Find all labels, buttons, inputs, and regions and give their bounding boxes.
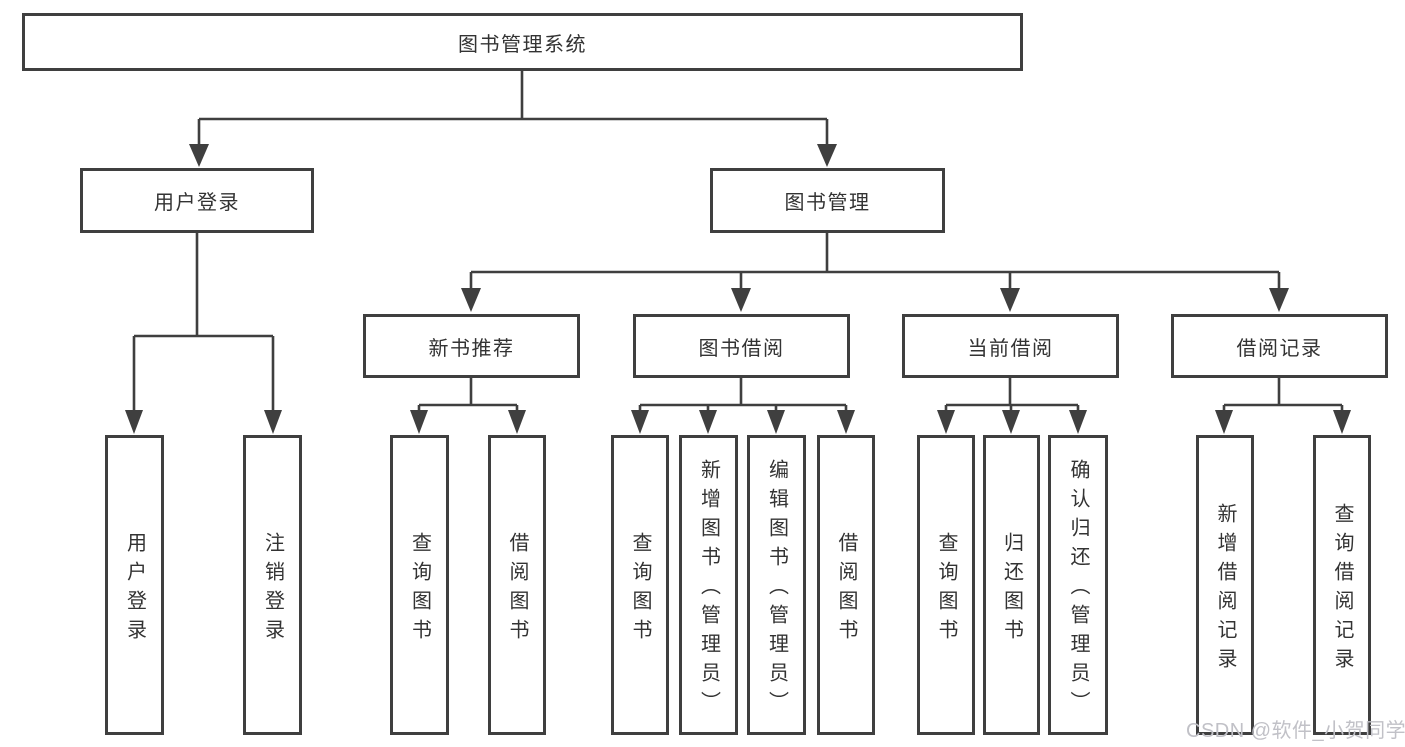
leaf-logout: 注销登录	[243, 435, 302, 735]
leaf-return-book-label: 归还图书	[1000, 531, 1023, 648]
connector-current-borrow-children	[944, 377, 1080, 416]
leaf-query-book-1: 查询图书	[390, 435, 449, 735]
leaf-query-book-2-label: 查询图书	[629, 531, 651, 648]
node-new-book-recommend-label: 新书推荐	[428, 337, 515, 360]
node-book-mgmt-label: 图书管理	[784, 192, 871, 214]
leaf-edit-book-admin-label: 编辑图书（管理员）	[765, 459, 788, 720]
leaf-edit-book-admin: 编辑图书（管理员）	[747, 435, 806, 735]
node-current-borrow: 当前借阅	[902, 314, 1119, 378]
leaf-user-login-label: 用户登录	[123, 531, 146, 648]
node-root-label: 图书管理系统	[458, 33, 587, 56]
node-book-borrow: 图书借阅	[633, 314, 850, 378]
leaf-query-borrow-record: 查询借阅记录	[1313, 435, 1371, 735]
leaf-borrow-book-1: 借阅图书	[488, 435, 546, 735]
connector-borrow-record-children	[1222, 377, 1344, 416]
leaf-user-login: 用户登录	[105, 435, 164, 735]
node-book-mgmt: 图书管理	[710, 168, 945, 233]
leaf-add-borrow-record-label: 新增借阅记录	[1214, 502, 1236, 677]
node-root: 图书管理系统	[22, 13, 1023, 71]
leaf-confirm-return-admin: 确认归还（管理员）	[1048, 435, 1108, 735]
node-new-book-recommend: 新书推荐	[363, 314, 580, 378]
leaf-borrow-book-2-label: 借阅图书	[835, 531, 857, 648]
connector-book-mgmt-children	[469, 232, 1281, 290]
connector-new-book-children	[417, 377, 519, 416]
leaf-add-borrow-record: 新增借阅记录	[1196, 435, 1254, 735]
leaf-borrow-book-1-label: 借阅图书	[506, 531, 528, 648]
connector-root-to-level2	[197, 70, 829, 146]
leaf-add-book-admin: 新增图书（管理员）	[679, 435, 738, 735]
node-current-borrow-label: 当前借阅	[967, 337, 1054, 360]
leaf-logout-label: 注销登录	[261, 531, 284, 648]
node-user-login: 用户登录	[80, 168, 314, 233]
node-borrow-record-label: 借阅记录	[1236, 337, 1323, 360]
node-book-borrow-label: 图书借阅	[698, 337, 785, 360]
leaf-return-book: 归还图书	[983, 435, 1040, 735]
leaf-query-book-2: 查询图书	[611, 435, 669, 735]
leaf-query-borrow-record-label: 查询借阅记录	[1331, 502, 1353, 677]
node-borrow-record: 借阅记录	[1171, 314, 1388, 378]
leaf-borrow-book-2: 借阅图书	[817, 435, 875, 735]
leaf-add-book-admin-label: 新增图书（管理员）	[697, 459, 720, 720]
watermark: CSDN @软件_小贺同学	[1186, 720, 1405, 742]
node-user-login-label: 用户登录	[154, 192, 240, 214]
leaf-query-book-1-label: 查询图书	[408, 531, 431, 648]
leaf-query-book-3: 查询图书	[917, 435, 975, 735]
leaf-confirm-return-admin-label: 确认归还（管理员）	[1067, 459, 1089, 720]
leaf-query-book-3-label: 查询图书	[935, 531, 957, 648]
connector-book-borrow-children	[638, 377, 848, 416]
connector-user-login-children	[132, 232, 275, 412]
